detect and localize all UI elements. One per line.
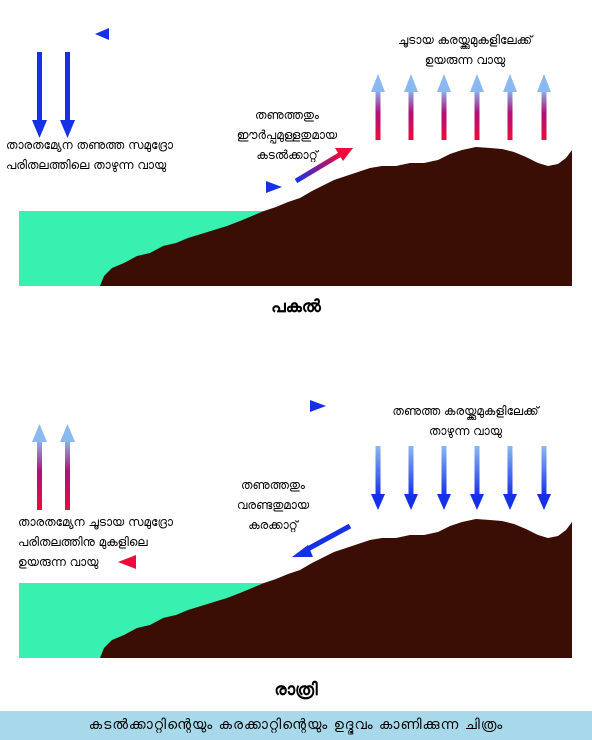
night-right-label: തണുത്ത കരയ്ക്കുമുകളിലേക്ക് താഴുന്ന വായു [392,404,539,438]
night-title: രാത്രി [274,680,318,700]
land [100,519,572,658]
land-breeze-arrowhead [292,545,313,557]
rising-air-arrows [371,74,551,140]
sinking-air-arrows [32,52,75,138]
land-breeze-arrow [302,523,352,554]
night-breeze-label: തണുത്തതും വരണ്ടതുമായ കരക്കാറ്റ് [236,478,310,532]
day-breeze-label: തണുത്തതും ഈർപ്പമുള്ളതുമായ കടൽക്കാറ്റ് [236,108,338,162]
land [100,147,572,286]
day-diagram [19,28,572,286]
upper-air-arrowhead [95,28,109,40]
day-left-label: താരതമ്യേന തണുത്ത സമുദ്രോ പരിതലത്തിലെ താഴ… [6,138,173,172]
sinking-air-arrows [371,446,551,510]
surface-air-arrowhead [266,181,282,193]
sea-breeze-arrowhead [335,148,353,161]
sea-breeze-arrow [294,151,343,184]
figure-caption: കടൽക്കാറ്റിന്റെയും കരക്കാറ്റിന്റെയും ഉദ്… [0,711,592,740]
upper-air-arrowhead [310,400,326,412]
night-diagram [19,400,572,658]
night-left-label: താരതമ്യേന ചൂടായ സമുദ്രോ പരിതലത്തിനു മുകള… [18,515,173,569]
day-title: പകൽ [271,297,321,317]
rising-air-arrows [32,424,75,510]
surface-air-arrowhead [118,555,136,569]
day-right-label: ചൂടായ കരയ്ക്കുമുകളിലേക്ക് ഉയരുന്ന വായു [397,33,533,67]
